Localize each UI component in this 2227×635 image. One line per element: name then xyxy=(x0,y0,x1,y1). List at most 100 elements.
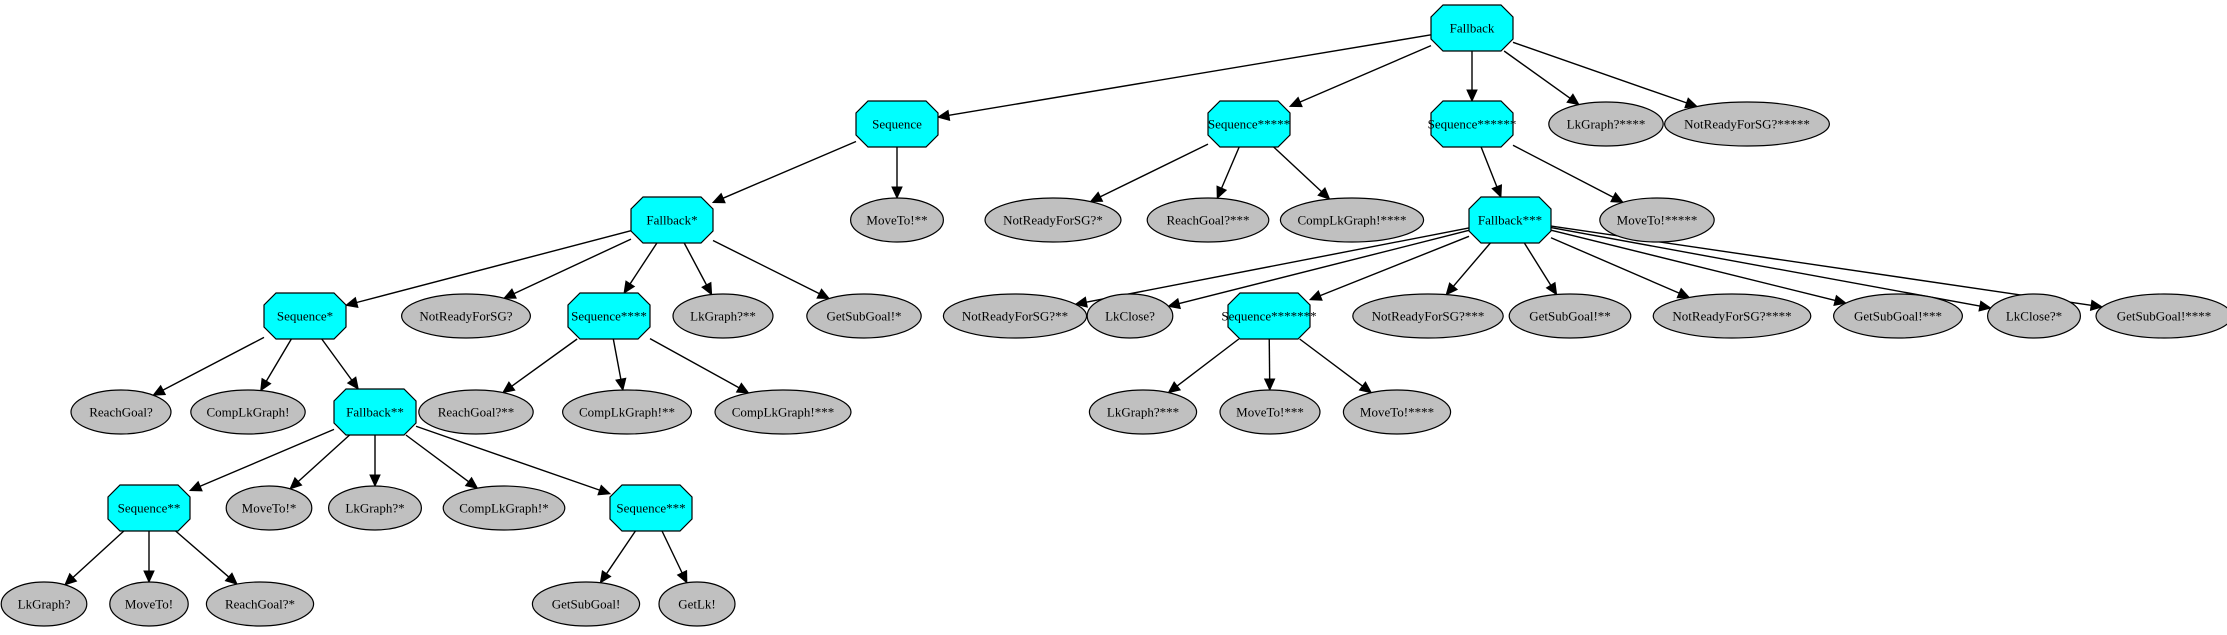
edge-fallbackss-to-moveto-s xyxy=(289,434,351,490)
ellipse-shape xyxy=(561,389,692,435)
edge-line xyxy=(1100,143,1209,198)
edge-line xyxy=(1299,45,1432,103)
ellipse-shape xyxy=(984,197,1122,243)
arrowhead xyxy=(597,484,612,496)
node-label: CompLkGraph!* xyxy=(459,501,549,516)
edge-line xyxy=(1512,144,1614,198)
ellipse-shape xyxy=(672,293,774,339)
leaf-node-moveto: MoveTo! xyxy=(109,581,189,627)
edge-line xyxy=(1220,146,1240,189)
edge-line xyxy=(1178,229,1470,305)
node-label: CompLkGraph!*** xyxy=(732,405,835,420)
edge-fallbackss-to-sequencesss xyxy=(415,425,612,496)
leaf-node-complkgraph-ss: CompLkGraph!** xyxy=(561,389,692,435)
leaf-node-complkgraph-s: CompLkGraph!* xyxy=(442,485,566,531)
ellipse-shape xyxy=(1508,293,1632,339)
arrowhead xyxy=(464,476,479,489)
octagon-shape xyxy=(333,388,417,436)
ellipse-shape xyxy=(401,293,532,339)
edge-line xyxy=(1176,338,1240,387)
edge-sequence-to-moveto-ss xyxy=(891,147,903,200)
node-label: LkGraph?**** xyxy=(1567,117,1646,132)
leaf-node-complkgraph: CompLkGraph! xyxy=(190,389,306,435)
ellipse-shape xyxy=(1146,197,1270,243)
edge-sequencesssss-to-reachgoal-sss xyxy=(1216,146,1240,200)
edge-line xyxy=(1086,227,1470,303)
edge-line xyxy=(948,34,1432,117)
node-label: MoveTo!***** xyxy=(1617,213,1698,228)
control-node-sequencesssssss: Sequence******* xyxy=(1221,292,1317,340)
edge-line xyxy=(415,425,600,491)
edge-fallback-to-lkgraph-ssss xyxy=(1503,50,1580,106)
edge-line xyxy=(1503,50,1571,99)
node-label: Fallback** xyxy=(346,405,404,420)
control-node-fallback: Fallback xyxy=(1430,4,1514,52)
arrowhead xyxy=(599,570,612,584)
leaf-node-lkgraph-ss: LkGraph?** xyxy=(672,293,774,339)
edge-sequencesss-to-getsubgoal xyxy=(599,530,637,584)
edge-sequencesssssss-to-moveto-ssss xyxy=(1299,338,1373,394)
ellipse-shape xyxy=(1219,389,1321,435)
arrowhead xyxy=(1676,287,1691,299)
node-label: Sequence xyxy=(872,117,922,132)
node-label: Sequence****** xyxy=(1428,117,1517,132)
octagon-shape xyxy=(567,292,651,340)
arrowhead xyxy=(1167,381,1182,394)
leaf-node-reachgoal-sss: ReachGoal?*** xyxy=(1146,197,1270,243)
arrowhead xyxy=(1545,281,1558,296)
arrowhead xyxy=(289,476,303,490)
leaf-node-notreadyforsg-sssss: NotReadyForSG?***** xyxy=(1663,101,1830,147)
node-label: Sequence*** xyxy=(616,501,685,516)
ellipse-shape xyxy=(1086,293,1174,339)
edge-line xyxy=(1480,146,1498,188)
arrowhead xyxy=(1263,378,1276,392)
ellipse-shape xyxy=(109,581,189,627)
leaf-node-getlk: GetLk! xyxy=(658,581,736,627)
node-label: Sequence***** xyxy=(1208,117,1290,132)
node-label: NotReadyForSG?** xyxy=(962,309,1068,324)
arrowhead xyxy=(502,288,517,299)
edge-line xyxy=(1550,237,1680,294)
arrowhead xyxy=(623,280,636,295)
arrowhead xyxy=(1445,282,1459,296)
ellipse-shape xyxy=(806,293,922,339)
octagon-shape xyxy=(1468,196,1552,244)
edge-fallbacksss-to-notreadyforsg-sss xyxy=(1445,242,1491,296)
edge-fallbacks-to-getsubgoal-s xyxy=(712,239,831,300)
edge-line xyxy=(265,338,292,382)
node-label: Sequence** xyxy=(118,501,181,516)
edge-line xyxy=(1319,235,1470,297)
node-label: GetSubGoal!*** xyxy=(1854,309,1942,324)
arrowhead xyxy=(1684,97,1699,109)
edge-sequences-to-fallbackss xyxy=(321,338,359,390)
edge-line xyxy=(1512,41,1687,104)
node-label: ReachGoal?*** xyxy=(1166,213,1249,228)
octagon-shape xyxy=(1207,100,1291,148)
arrowhead xyxy=(1317,187,1331,200)
node-label: CompLkGraph!** xyxy=(579,405,675,420)
edge-line xyxy=(1523,242,1552,286)
arrowhead xyxy=(1288,96,1303,108)
edge-sequencesssss-to-notreadyforsg-s xyxy=(1089,143,1209,203)
edge-line xyxy=(661,530,683,574)
edges-layer xyxy=(64,34,2104,586)
node-label: Fallback*** xyxy=(1478,213,1542,228)
leaf-node-reachgoal-ss: ReachGoal?** xyxy=(418,389,534,435)
arrowhead xyxy=(369,474,381,488)
control-node-fallbacks: Fallback* xyxy=(630,196,714,244)
edge-line xyxy=(722,140,857,199)
edge-line xyxy=(511,338,578,387)
edge-line xyxy=(162,336,265,391)
arrowhead xyxy=(615,377,627,392)
ellipse-shape xyxy=(1548,101,1664,147)
edge-line xyxy=(1550,229,1836,302)
ellipse-shape xyxy=(1663,101,1830,147)
edge-fallback-to-notreadyforsg-sssss xyxy=(1512,41,1699,109)
arrowhead xyxy=(1089,191,1104,203)
edge-sequencess-to-reachgoal-s xyxy=(175,530,238,585)
arrowhead xyxy=(501,381,516,394)
edge-fallbacksss-to-sequencesssssss xyxy=(1308,235,1470,301)
leaf-node-getsubgoal-s: GetSubGoal!* xyxy=(806,293,922,339)
ellipse-shape xyxy=(1986,293,2081,339)
leaf-node-getsubgoal-ss: GetSubGoal!** xyxy=(1508,293,1632,339)
